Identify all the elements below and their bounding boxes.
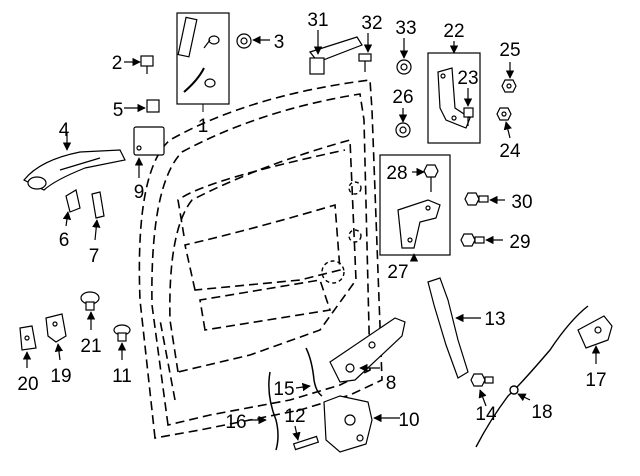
label-33: 33 <box>395 18 416 39</box>
label-11: 11 <box>112 366 132 387</box>
label-2: 2 <box>112 53 123 74</box>
part-26-nut <box>395 122 411 138</box>
label-20: 20 <box>17 374 38 395</box>
label-27: 27 <box>387 262 408 283</box>
part-16-rod <box>268 371 279 451</box>
leader-arrows <box>22 30 601 441</box>
part-30-bolt <box>464 192 489 206</box>
label-10: 10 <box>398 410 419 431</box>
part-25-bolt <box>501 79 517 93</box>
part-28-bolt <box>423 164 439 192</box>
part-22-hinge <box>427 52 481 144</box>
label-8: 8 <box>386 373 397 394</box>
part-2-screw <box>140 55 154 74</box>
label-16: 16 <box>225 412 246 433</box>
part-6-clip <box>65 189 81 213</box>
part-14-bolt <box>470 373 494 387</box>
part-15-rod <box>305 347 323 397</box>
part-20-plate <box>19 325 37 351</box>
label-32: 32 <box>361 13 382 34</box>
part-31-check-arm <box>308 36 363 75</box>
part-7-clip <box>91 191 105 219</box>
part-11-plug <box>113 324 131 342</box>
label-30: 30 <box>511 192 532 213</box>
label-7: 7 <box>89 246 100 267</box>
part-8-handle-frame <box>329 317 406 383</box>
label-3: 3 <box>274 32 285 53</box>
part-32-bolt <box>358 53 372 72</box>
part-21-plug <box>80 291 100 311</box>
part-18-cable <box>475 305 589 448</box>
part-3-nut <box>236 33 252 49</box>
label-15: 15 <box>273 379 294 400</box>
label-21: 21 <box>80 336 101 357</box>
label-25: 25 <box>499 40 520 61</box>
label-26: 26 <box>392 87 413 108</box>
label-23: 23 <box>457 68 478 89</box>
part-4-handle <box>23 149 126 191</box>
label-31: 31 <box>307 10 328 31</box>
part-29-bolt <box>460 233 485 247</box>
label-19: 19 <box>50 366 71 387</box>
label-5: 5 <box>113 100 124 121</box>
label-12: 12 <box>284 406 305 427</box>
label-22: 22 <box>443 21 464 42</box>
door-outline <box>138 79 383 439</box>
part-24-bolt <box>496 107 512 121</box>
part-13-reinforcement <box>427 277 469 379</box>
door-holes <box>321 181 362 284</box>
part-33-nut <box>396 59 412 75</box>
part-23-bolt <box>463 107 474 126</box>
label-4: 4 <box>59 120 70 141</box>
part-12-rod <box>292 435 320 451</box>
part-17-latch-bracket <box>577 315 613 349</box>
label-29: 29 <box>509 232 530 253</box>
label-6: 6 <box>59 230 70 251</box>
part-1-kit <box>176 12 230 105</box>
label-24: 24 <box>499 141 521 162</box>
label-1: 1 <box>198 116 209 137</box>
label-13: 13 <box>484 309 505 330</box>
part-10-latch <box>323 395 373 453</box>
label-9: 9 <box>134 182 145 203</box>
label-18: 18 <box>531 402 552 423</box>
label-17: 17 <box>585 370 606 391</box>
part-19-bracket <box>45 313 67 343</box>
part-5-bracket <box>146 99 160 113</box>
part-number-labels: 1 2 3 4 5 6 7 8 9 10 11 12 13 14 15 16 1… <box>17 10 606 433</box>
label-28: 28 <box>386 163 407 184</box>
label-14: 14 <box>475 404 497 425</box>
part-9-module <box>133 126 165 156</box>
